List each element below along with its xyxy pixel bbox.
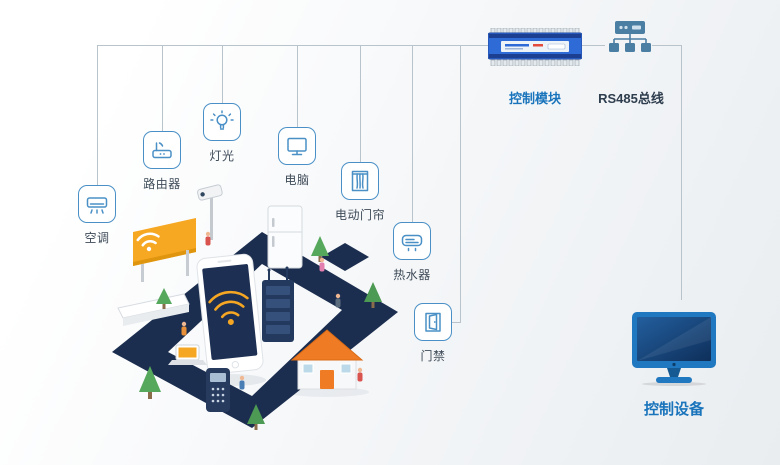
control-module-image [488, 28, 582, 66]
stub-line-door-access [452, 322, 461, 323]
trees [139, 236, 382, 430]
aircon-icon [78, 185, 116, 223]
surveillance-camera [197, 184, 223, 240]
heater-label: 热水器 [393, 268, 431, 282]
people [181, 231, 363, 390]
door-access-icon [414, 303, 452, 341]
device-computer: 电脑 [259, 127, 335, 188]
rs485-bus-label: RS485总线 [598, 91, 664, 106]
drop-line-door-access [460, 45, 461, 322]
wifi-icon [208, 290, 249, 319]
rs485-bus-icon [609, 21, 651, 52]
bus-line-right-vertical [681, 45, 682, 300]
light-icon [203, 103, 241, 141]
road-ring [112, 232, 398, 428]
device-router: 路由器 [124, 131, 200, 192]
billboard [133, 218, 196, 282]
door-access-label: 门禁 [420, 349, 446, 363]
light-label: 灯光 [209, 149, 235, 163]
bus-line-top-right [652, 45, 682, 46]
server-rack [262, 266, 294, 342]
device-light: 灯光 [184, 103, 260, 164]
router-label: 路由器 [143, 177, 181, 191]
curtain-label: 电动门帘 [334, 208, 385, 222]
device-curtain: 电动门帘 [322, 162, 398, 223]
drop-line-router [162, 45, 163, 131]
drop-line-aircon [97, 45, 98, 185]
curtain-icon [341, 162, 379, 200]
door-access-panel [206, 368, 230, 412]
house [290, 329, 364, 390]
control-device-label: 控制设备 [643, 401, 704, 418]
computer-icon [278, 127, 316, 165]
heater-icon [393, 222, 431, 260]
computer-label: 电脑 [284, 173, 310, 187]
smartphone [196, 253, 264, 375]
router-icon [143, 131, 181, 169]
laptop [168, 344, 207, 365]
refrigerator [267, 205, 303, 269]
drop-line-light [222, 45, 223, 103]
drop-line-curtain [360, 45, 361, 162]
drop-line-heater [412, 45, 413, 222]
aircon-label: 空调 [84, 231, 110, 245]
device-heater: 热水器 [374, 222, 450, 283]
device-aircon: 空调 [59, 185, 135, 246]
device-door-access: 门禁 [395, 303, 471, 364]
smart-home-illustration [112, 184, 398, 430]
control-device-monitor [632, 312, 716, 386]
control-module-label: 控制模块 [508, 91, 561, 106]
bus-line-top-left [97, 45, 605, 46]
drop-line-computer [297, 45, 298, 127]
